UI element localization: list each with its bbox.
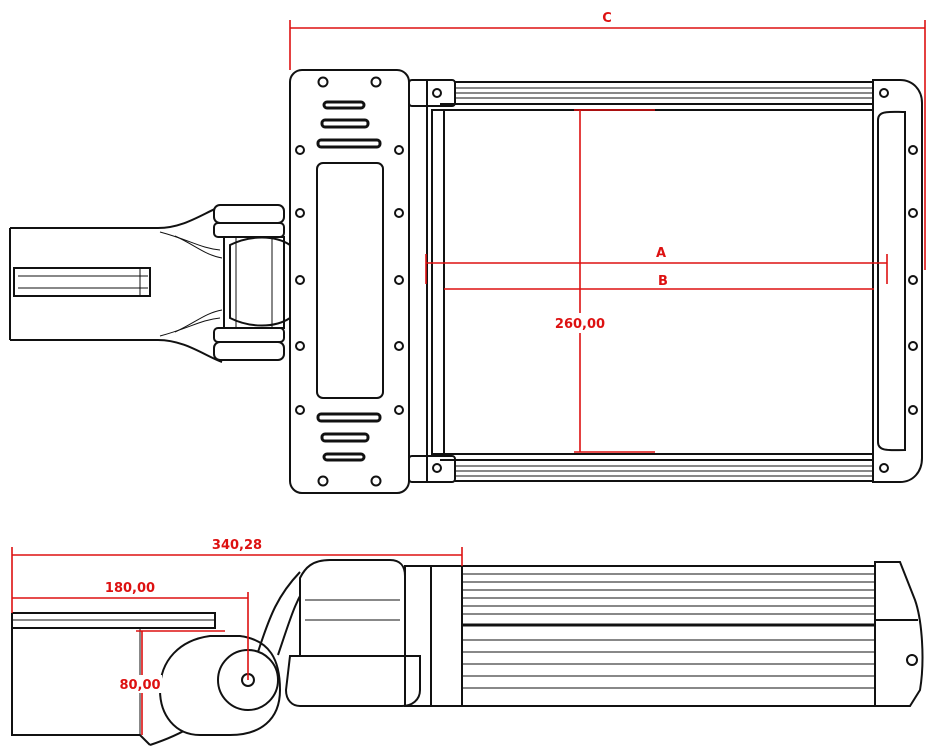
dimension-180: 180,00	[12, 581, 249, 680]
dimension-a-label: A	[656, 246, 666, 261]
dimension-260-label: 260,00	[555, 317, 605, 332]
side-view-heatsink	[462, 565, 875, 707]
side-view: 340,28 180,00 80,00	[11, 538, 924, 746]
dimension-a: A	[425, 246, 888, 284]
dimension-80: 80,00	[118, 630, 225, 735]
side-view-housing	[284, 559, 463, 707]
dimension-340-label: 340,28	[212, 538, 262, 553]
dimension-260: 260,00	[554, 109, 655, 453]
top-view: C A B 260,00	[9, 11, 926, 494]
dimension-b: B	[444, 274, 874, 290]
dimension-c: C	[289, 11, 926, 270]
dimension-340: 340,28	[11, 538, 463, 613]
side-view-arm	[11, 612, 216, 746]
top-view-mounting-plate	[289, 69, 410, 494]
dimension-80-label: 80,00	[119, 678, 160, 693]
top-view-light-module	[408, 79, 923, 483]
dimension-180-label: 180,00	[105, 581, 155, 596]
top-view-arm	[9, 205, 223, 363]
dimension-c-label: C	[602, 11, 612, 26]
side-view-endcap	[874, 561, 924, 707]
dimension-b-label: B	[658, 274, 668, 289]
top-view-clamp	[213, 204, 291, 361]
plate-bolts	[295, 76, 404, 487]
side-view-clamp	[158, 571, 311, 736]
